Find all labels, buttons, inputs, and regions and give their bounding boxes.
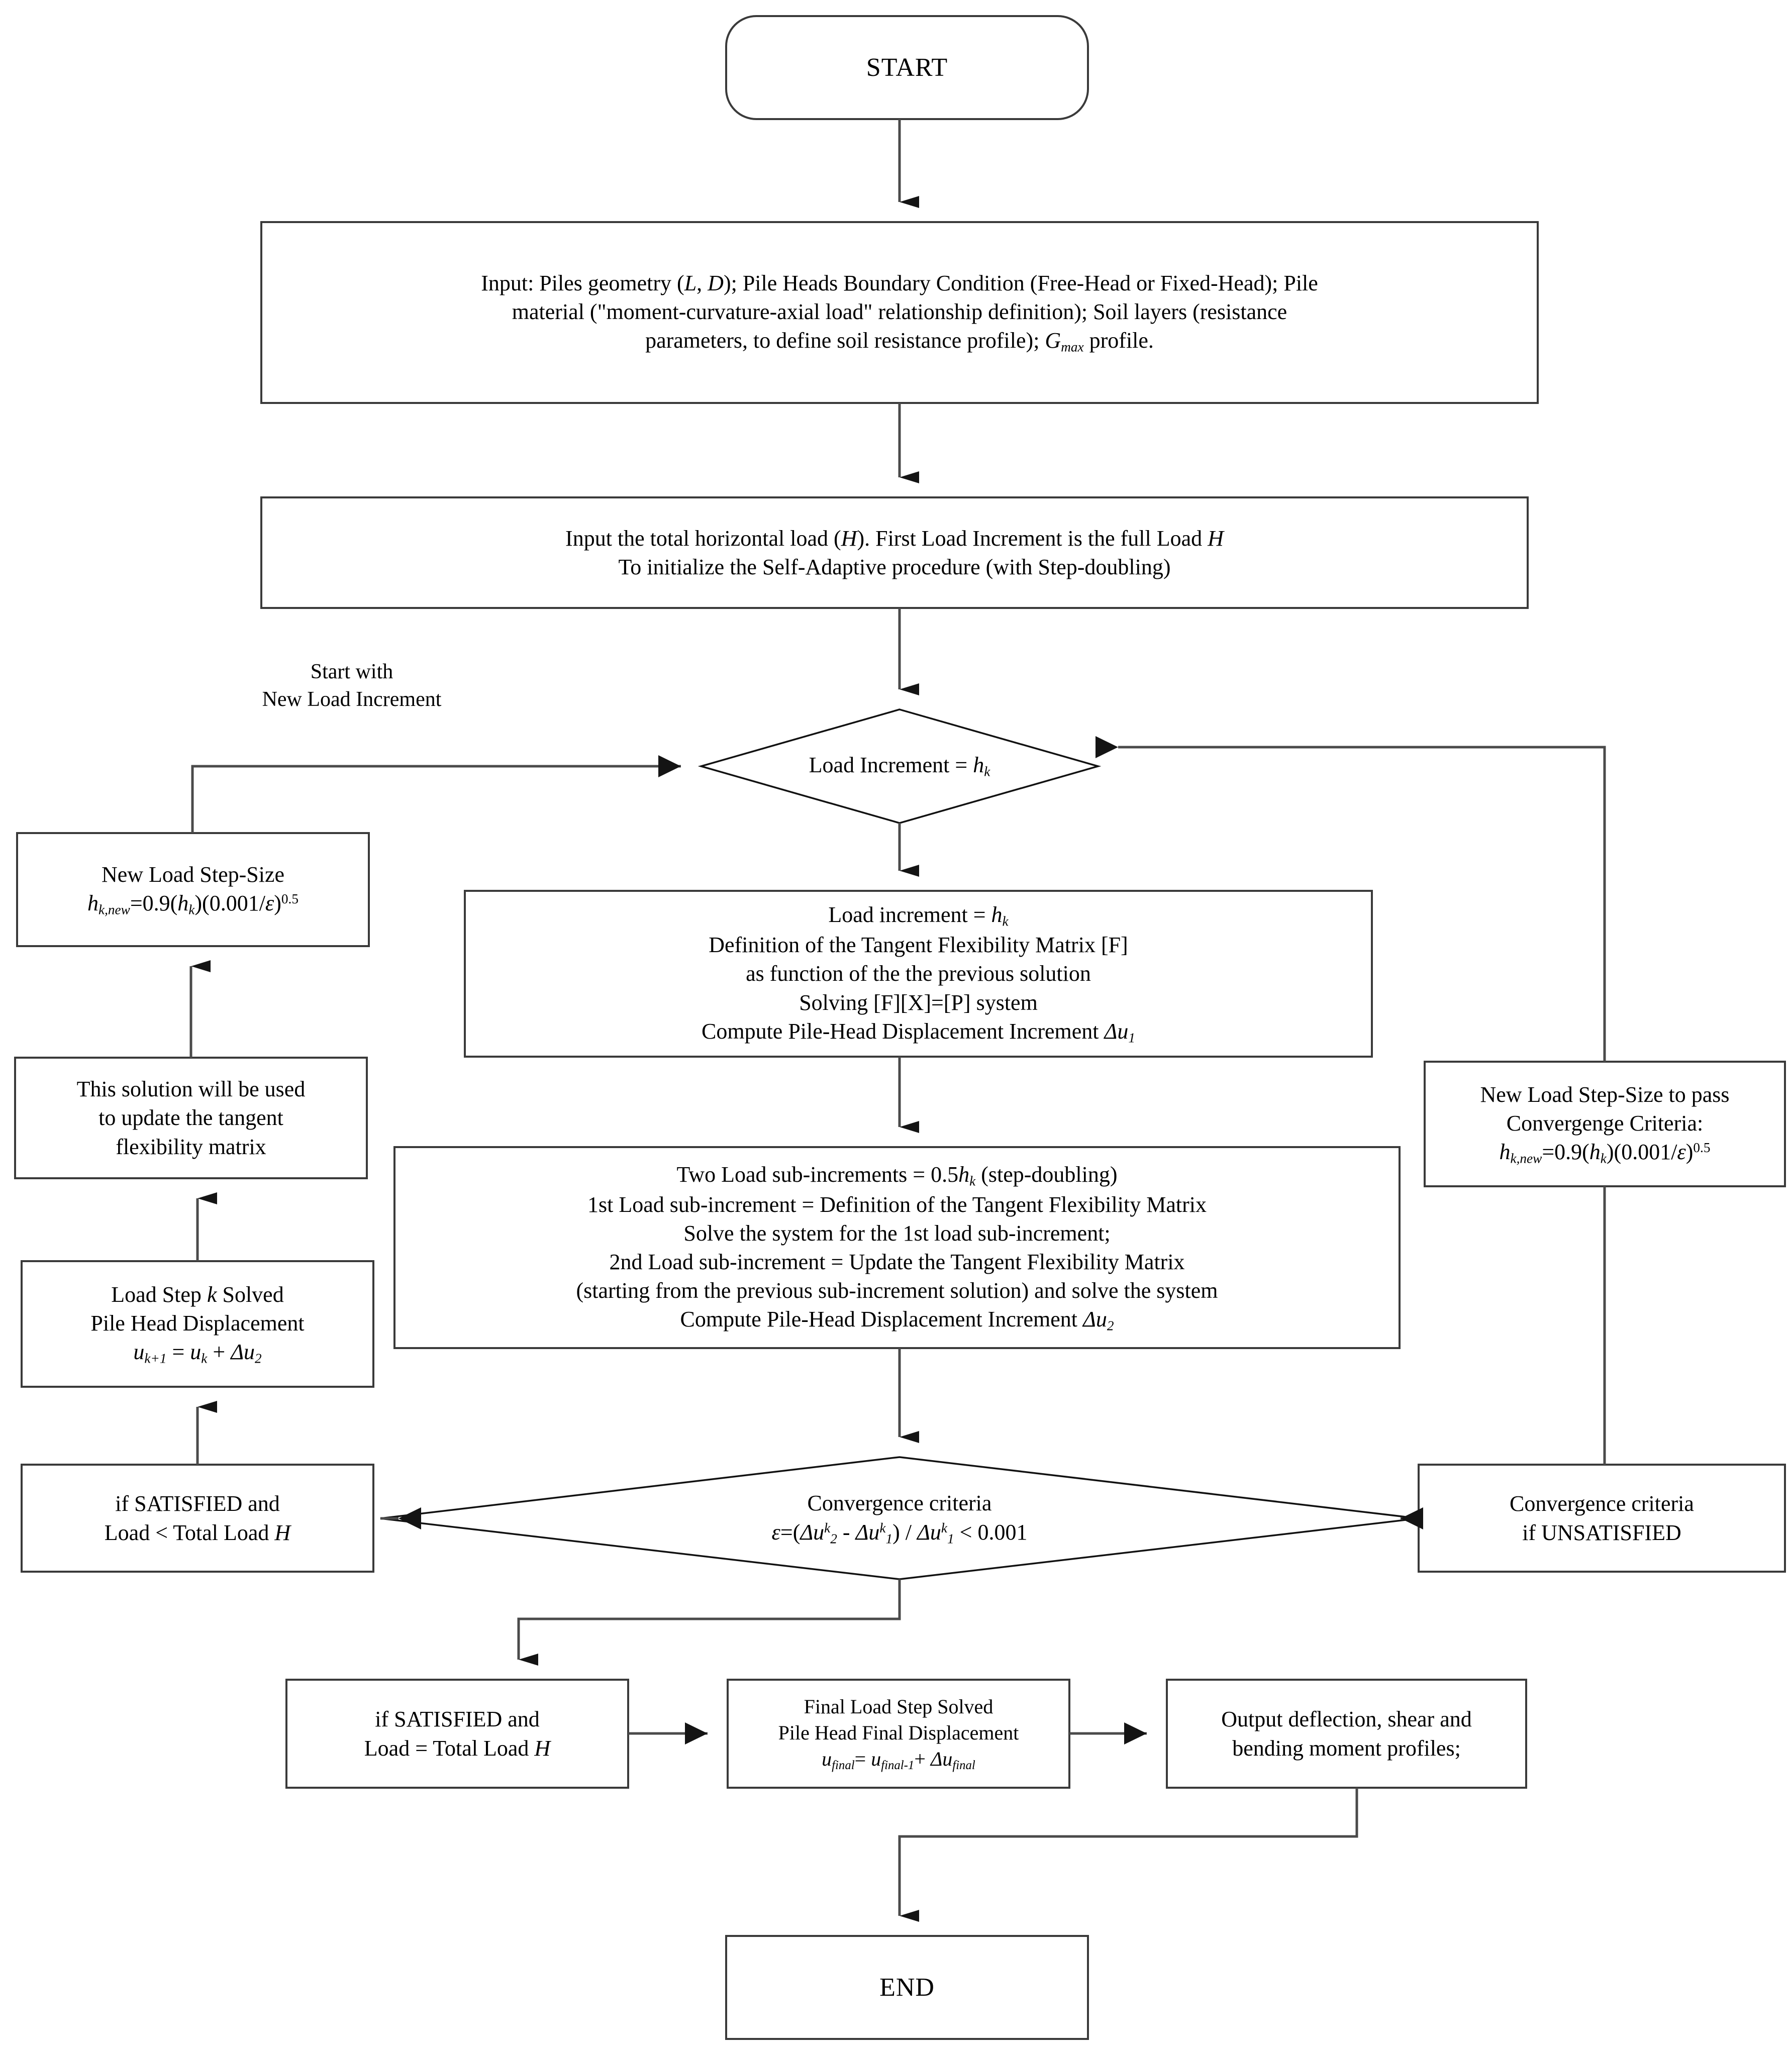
node-new-step-size-right-shape — [1424, 1061, 1786, 1187]
node-input-load-shape — [260, 496, 1529, 609]
node-output-shape — [1166, 1679, 1527, 1789]
edge-output-to-end — [898, 1788, 1358, 1922]
node-end-shape — [725, 1935, 1089, 2040]
node-input-geometry-shape — [260, 221, 1539, 404]
node-satisfied-equal-shape — [285, 1679, 629, 1789]
node-load-step-solved-shape — [21, 1260, 374, 1388]
node-final-step-shape — [727, 1679, 1070, 1789]
edge-convergence-to-satisfied-equal — [517, 1579, 901, 1666]
node-new-step-size-left-shape — [16, 832, 370, 947]
node-convergence-decision-shape — [380, 1456, 1419, 1580]
edge-new-step-size-right-to-decision — [1096, 736, 1606, 1062]
node-update-flexibility-shape — [14, 1057, 368, 1179]
node-unsatisfied-shape — [1418, 1464, 1786, 1573]
node-step-doubling-shape — [393, 1146, 1401, 1349]
node-tangent-matrix-shape — [464, 890, 1373, 1058]
node-satisfied-less-shape — [21, 1464, 374, 1573]
node-start-shape — [725, 15, 1089, 120]
edge-new-step-size-left-to-decision — [191, 755, 681, 833]
node-load-increment-decision-shape — [698, 708, 1102, 824]
